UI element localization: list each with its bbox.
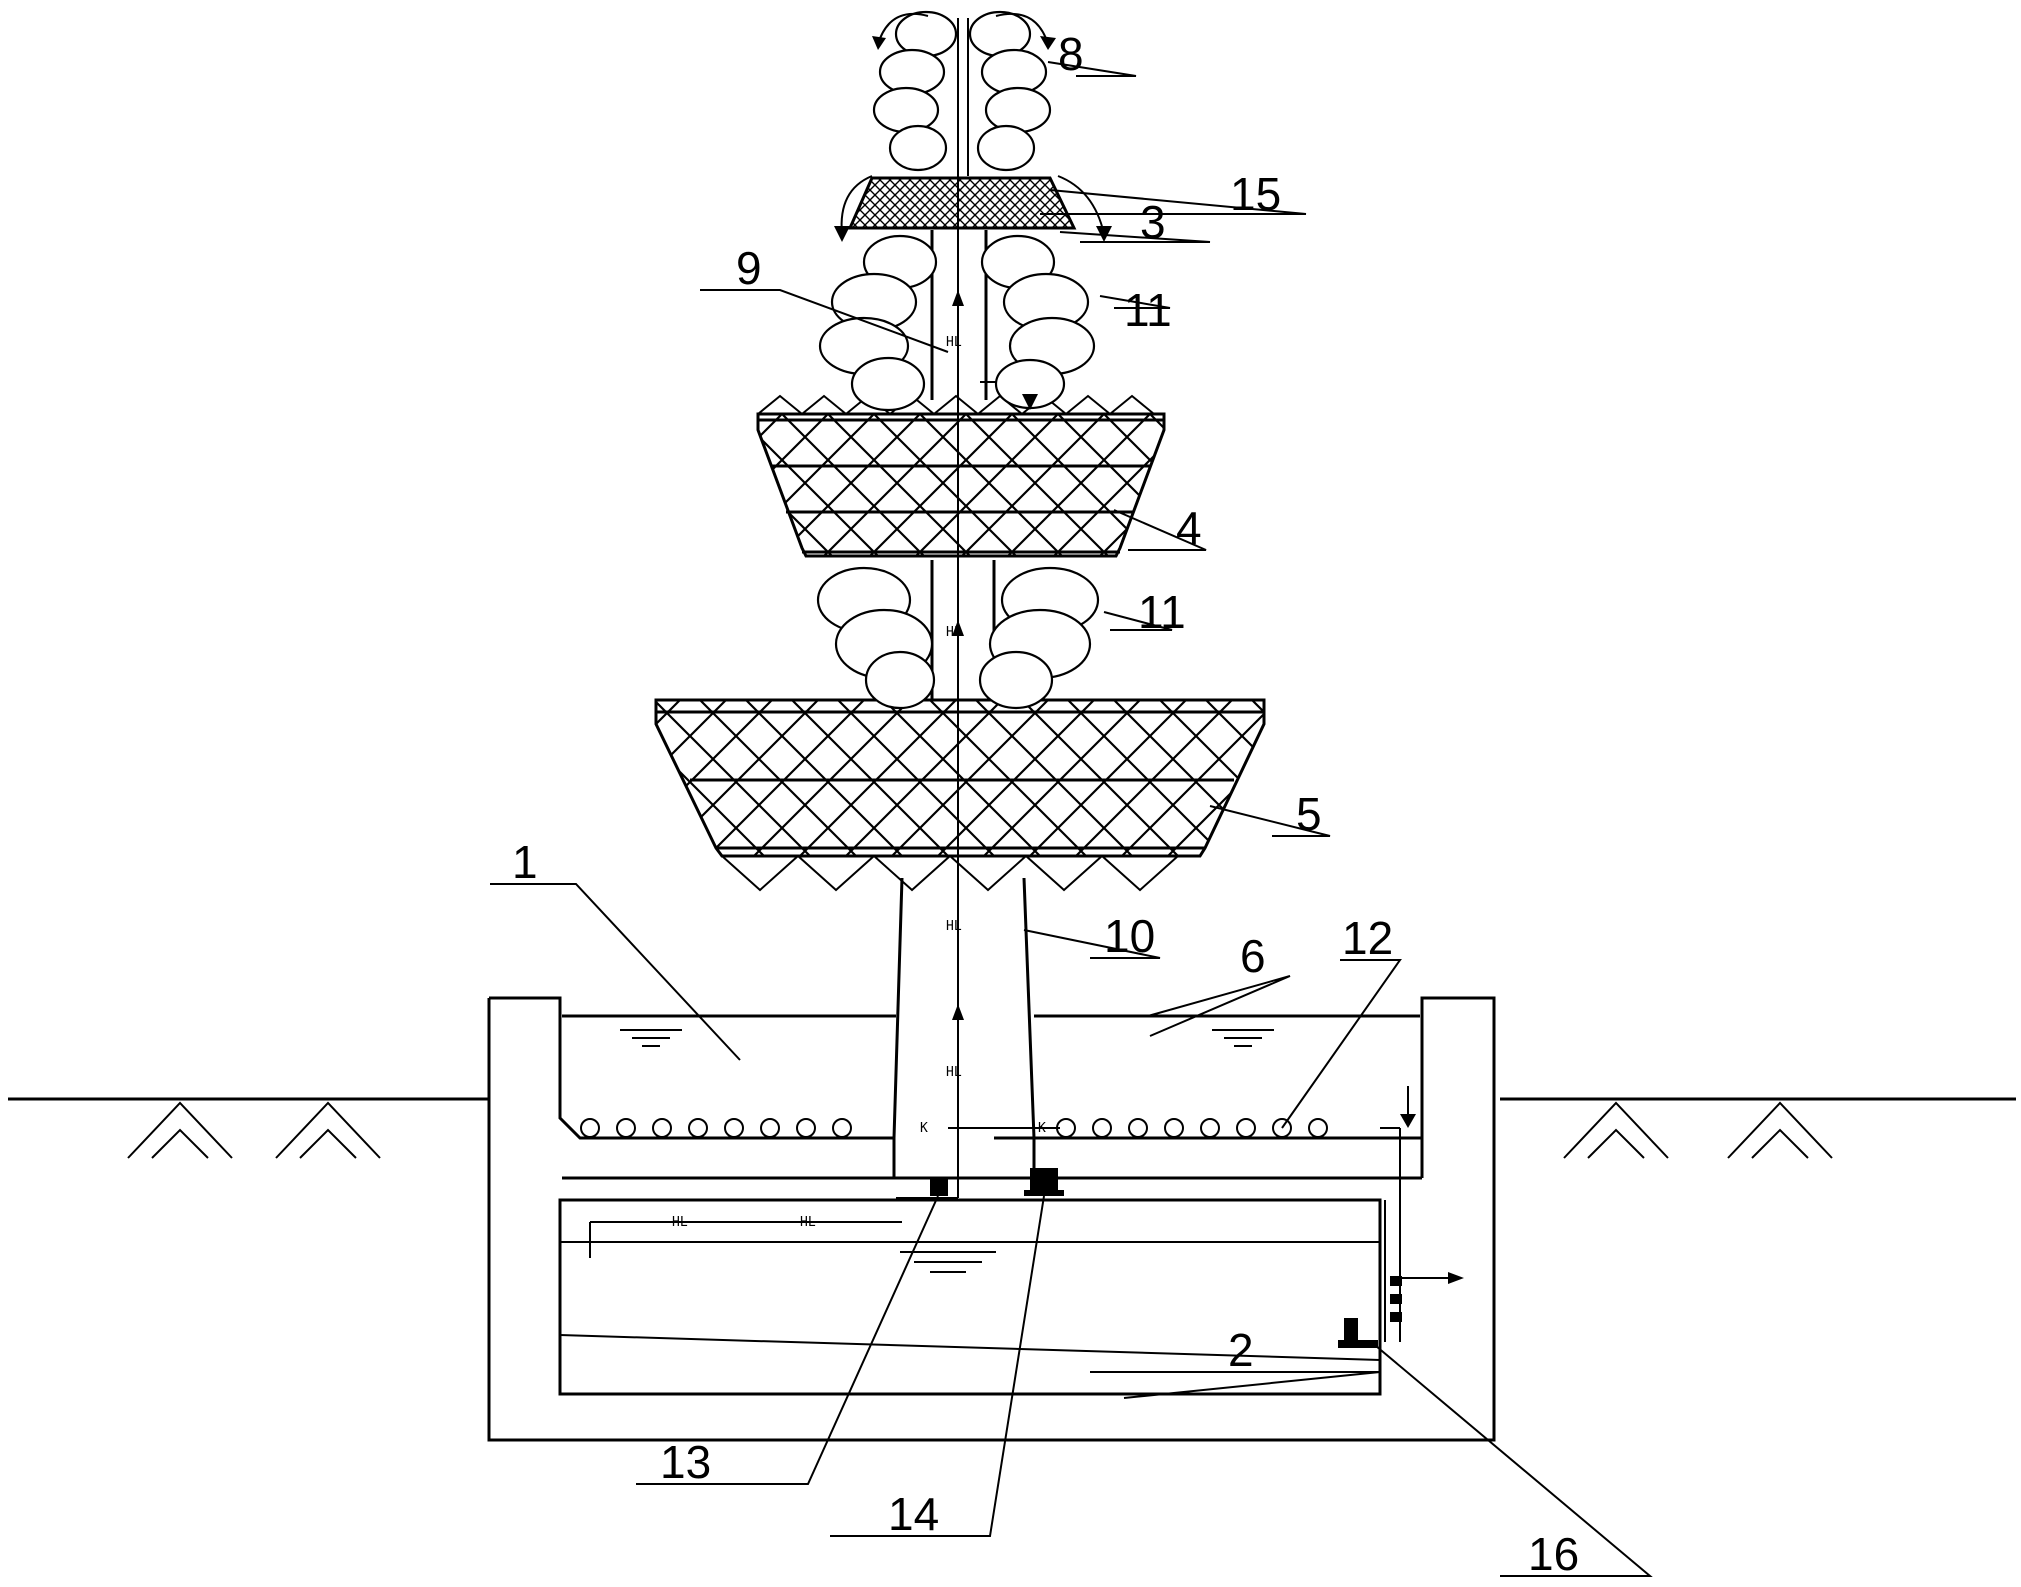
pump-13 <box>930 1178 948 1196</box>
callout-5: 5 <box>1296 788 1322 840</box>
pipe-mark-hl-1: HL <box>946 919 962 934</box>
pipe-mark-k-2: K <box>1038 1121 1046 1136</box>
water-level-symbol-tank <box>900 1251 996 1273</box>
callout-3: 3 <box>1140 196 1166 248</box>
plant-foliage-middle <box>818 234 1096 412</box>
top-filter-bed <box>847 176 1077 230</box>
pipe-mark-hl-5: HL <box>672 1215 688 1230</box>
soil-hatch-right <box>1563 1101 1833 1159</box>
storage-tank <box>558 1198 1382 1396</box>
callout-6: 6 <box>1240 930 1266 982</box>
pipe-mark-hl-2: HL <box>946 1065 962 1080</box>
basin-structure <box>487 996 1496 1442</box>
water-level-symbol-left <box>620 1029 682 1047</box>
callout-11-upper: 11 <box>1124 284 1172 336</box>
callout-9: 9 <box>736 242 762 294</box>
callout-13: 13 <box>660 1436 711 1488</box>
pump-14 <box>1024 1168 1064 1196</box>
flow-arrows <box>834 12 1464 1284</box>
callout-10: 10 <box>1104 910 1155 962</box>
pump-16 <box>1338 1276 1402 1348</box>
callout-14: 14 <box>888 1488 939 1540</box>
plant-foliage-top <box>872 10 1052 172</box>
callout-12: 12 <box>1342 912 1393 964</box>
aeration-pipes-right <box>1056 1118 1328 1138</box>
callout-15: 15 <box>1230 168 1281 220</box>
water-level-symbol-right <box>1212 1029 1274 1047</box>
callout-1: 1 <box>512 836 538 888</box>
planter-tier-upper <box>756 394 1166 558</box>
callout-16: 16 <box>1528 1528 1579 1580</box>
callout-2: 2 <box>1228 1324 1254 1376</box>
plant-foliage-lower <box>816 566 1100 710</box>
aeration-pipes-left <box>580 1118 852 1138</box>
pipe-mark-hl-6: HL <box>800 1215 816 1230</box>
callout-8: 8 <box>1058 28 1084 80</box>
pipe-mark-hl-4: HL <box>946 335 962 350</box>
soil-hatch-left <box>127 1101 381 1159</box>
callout-4: 4 <box>1176 502 1202 554</box>
callout-11-lower: 11 <box>1138 586 1186 638</box>
leader-lines <box>490 61 1653 1577</box>
pipe-mark-k-1: K <box>920 1121 928 1136</box>
pipe-mark-hl-3: HL <box>946 625 962 640</box>
planter-tier-lower <box>654 698 1266 892</box>
